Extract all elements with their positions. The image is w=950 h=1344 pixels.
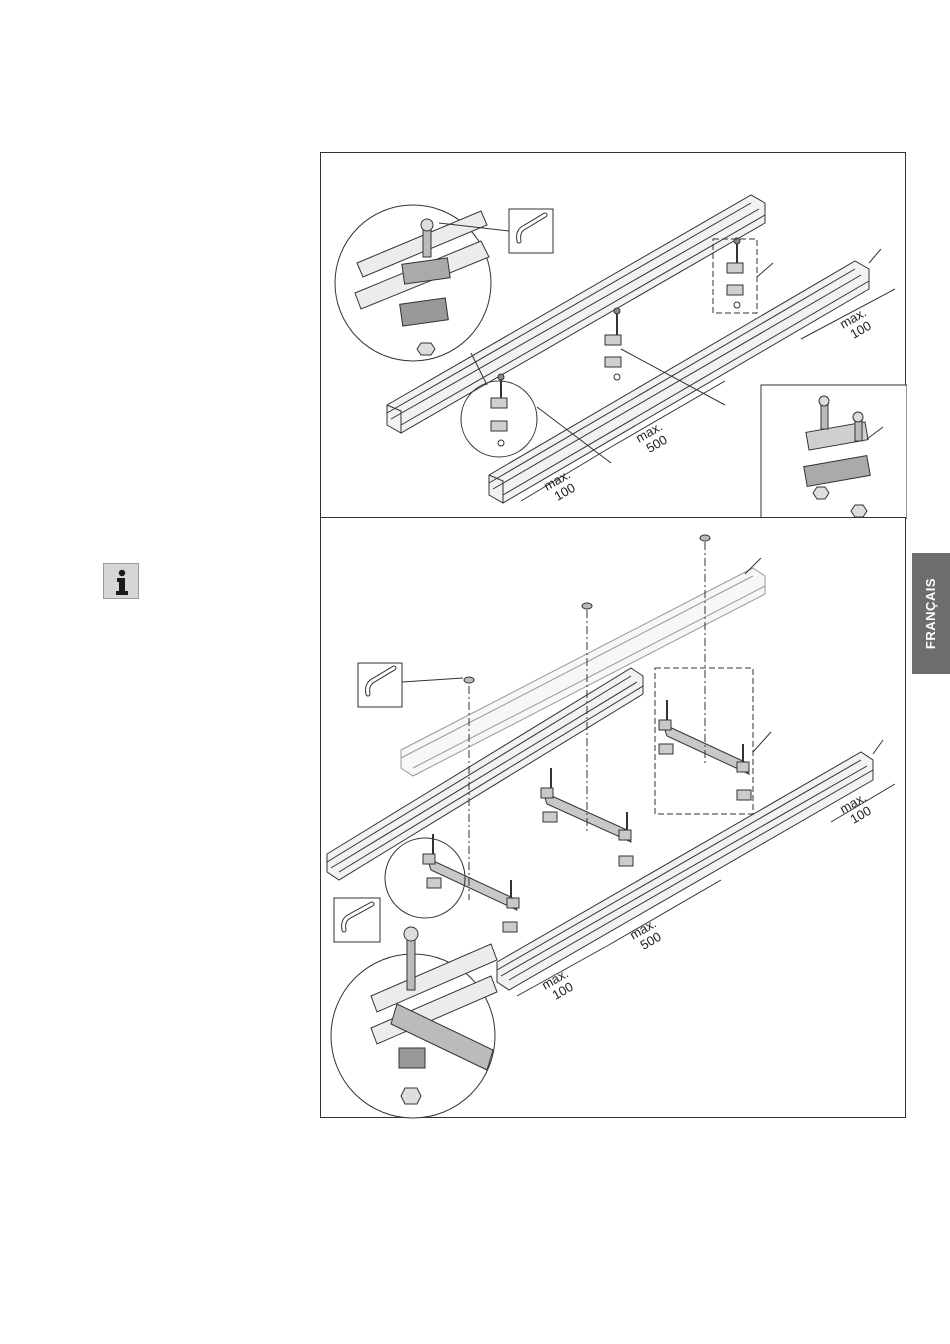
- clamp-right: [727, 238, 743, 308]
- illustration-panel-top: max. 100 max. 500 max. 100: [320, 152, 906, 518]
- clamp-left: [491, 374, 507, 446]
- detail-highlight-box: [713, 239, 757, 313]
- rail-assembly-drawing-top: max. 100 max. 500 max. 100: [321, 153, 907, 519]
- clamp-middle: [605, 308, 621, 380]
- illustration-panel-bottom: max. 100 max. 500 max. 100: [320, 517, 906, 1118]
- hex-key-icon-lower: [334, 898, 380, 942]
- language-tab: FRANÇAIS: [912, 553, 950, 674]
- inset-detail-box: [761, 385, 907, 519]
- language-tab-label: FRANÇAIS: [924, 578, 939, 649]
- magnified-detail-circle-bottom: [331, 927, 497, 1118]
- hex-key-icon-upper: [358, 663, 463, 707]
- rail-assembly-drawing-bottom: max. 100 max. 500 max. 100: [321, 518, 907, 1119]
- info-icon: [103, 563, 139, 599]
- faded-rail: [401, 568, 765, 776]
